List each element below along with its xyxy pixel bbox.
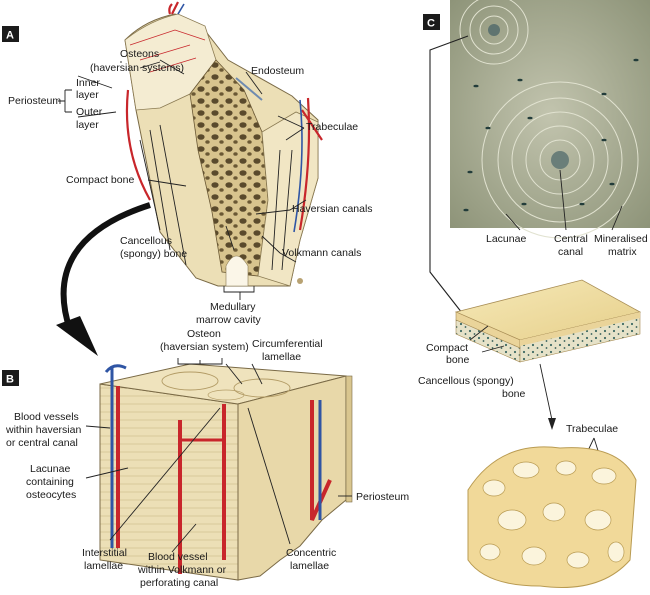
panel-letter-c: C: [423, 14, 440, 30]
label-cancellous-spongy: Cancellous (spongy): [418, 375, 514, 387]
label-trabeculae-c: Trabeculae: [566, 423, 618, 435]
arrow-a-to-b: [56, 202, 151, 356]
label-interstitial-lamellae: lamellae: [84, 560, 123, 572]
label-perforating-canal: perforating canal: [140, 577, 218, 589]
label-within-haversian: within haversian: [5, 424, 81, 436]
svg-text:C: C: [427, 18, 435, 30]
panel-letter-a: A: [2, 26, 19, 42]
micrograph: [450, 0, 650, 239]
label-inner-layer: layer: [76, 89, 99, 101]
osteon-ring-1: [161, 371, 219, 391]
central-canal-dot: [488, 24, 500, 36]
label-within-volkmann: within Volkmann or: [137, 564, 227, 576]
label-circumferential-lamellae: lamellae: [262, 351, 301, 363]
label-outer-layer: layer: [76, 119, 99, 131]
central-canal-dot-2: [551, 151, 569, 169]
label-haversian-systems: (haversian systems): [90, 62, 184, 74]
label-circumferential: Circumferential: [252, 338, 323, 350]
label-periosteum-b: Periosteum: [356, 491, 409, 503]
svg-text:B: B: [6, 374, 14, 386]
slab-to-sponge-arrow: [548, 418, 556, 430]
periosteum-layer: [345, 375, 353, 503]
svg-text:A: A: [6, 30, 14, 42]
surface-vessel-net: [129, 29, 206, 73]
label-central-canal-b: or central canal: [6, 437, 78, 449]
label-trabeculae-a: Trabeculae: [306, 121, 358, 133]
periosteum-artery: [125, 1, 323, 231]
label-blood-vessel: Blood vessel: [148, 551, 208, 563]
panel-a-bone-cutaway: [124, 1, 323, 287]
label-volkmann-canals: Volkmann canals: [282, 247, 361, 259]
label-interstitial: Interstitial: [82, 547, 127, 559]
label-medullary: Medullary: [210, 301, 256, 313]
compact-bone-cut-surface: [124, 13, 217, 111]
sponge-holes: [479, 460, 625, 569]
haversian-artery: [116, 386, 332, 574]
artist-signature: [297, 278, 303, 284]
panel-b-leaders: [85, 358, 352, 553]
label-compact-bone-a: Compact bone: [66, 174, 134, 186]
label-spongy-bone: (spongy) bone: [120, 248, 187, 260]
label-cancellous-bone-c: bone: [502, 388, 526, 400]
osteon-ring-3: [207, 389, 245, 401]
label-haversian-system: (haversian system): [160, 341, 249, 353]
label-osteon: Osteon: [187, 328, 221, 340]
panel-letter-b: B: [2, 370, 19, 386]
label-inner: Inner: [76, 77, 100, 89]
label-blood-vessels: Blood vessels: [14, 411, 79, 423]
label-compact: Compact: [426, 342, 468, 354]
panel-a-leaders: [58, 59, 307, 300]
panel-b-compact-bone-block: [99, 363, 353, 581]
osteon-ring-2: [233, 378, 291, 398]
label-cancellous: Cancellous: [120, 235, 172, 247]
label-central: Central: [554, 233, 588, 245]
label-osteons: Osteons: [120, 48, 159, 60]
medullary-cavity: [225, 255, 249, 287]
label-endosteum: Endosteum: [251, 65, 304, 77]
label-outer: Outer: [76, 106, 103, 118]
bone-slab: [454, 279, 642, 363]
label-concentric-lamellae: lamellae: [290, 560, 329, 572]
bone-shaft-grain: [139, 124, 293, 271]
label-containing: containing: [26, 476, 74, 488]
label-matrix: matrix: [608, 246, 637, 258]
lacunae-dots: [463, 58, 639, 212]
label-osteocytes: osteocytes: [26, 489, 76, 501]
label-periosteum-a: Periosteum: [8, 95, 61, 107]
label-lacunae-b: Lacunae: [30, 463, 70, 475]
haversian-vein: [104, 364, 322, 548]
label-central-canal: canal: [558, 246, 583, 258]
trabecular-sponge: [467, 446, 637, 589]
label-marrow-cavity: marrow cavity: [196, 314, 262, 326]
label-compact-bone-c: bone: [446, 354, 470, 366]
label-mineralised: Mineralised: [594, 233, 648, 245]
panel-c-connector: [429, 35, 469, 319]
periosteum-vein: [177, 3, 303, 233]
label-lacunae-c: Lacunae: [486, 233, 526, 245]
label-haversian-canals: Haversian canals: [292, 203, 373, 215]
endosteum-probe: [235, 77, 263, 101]
label-concentric: Concentric: [286, 547, 336, 559]
